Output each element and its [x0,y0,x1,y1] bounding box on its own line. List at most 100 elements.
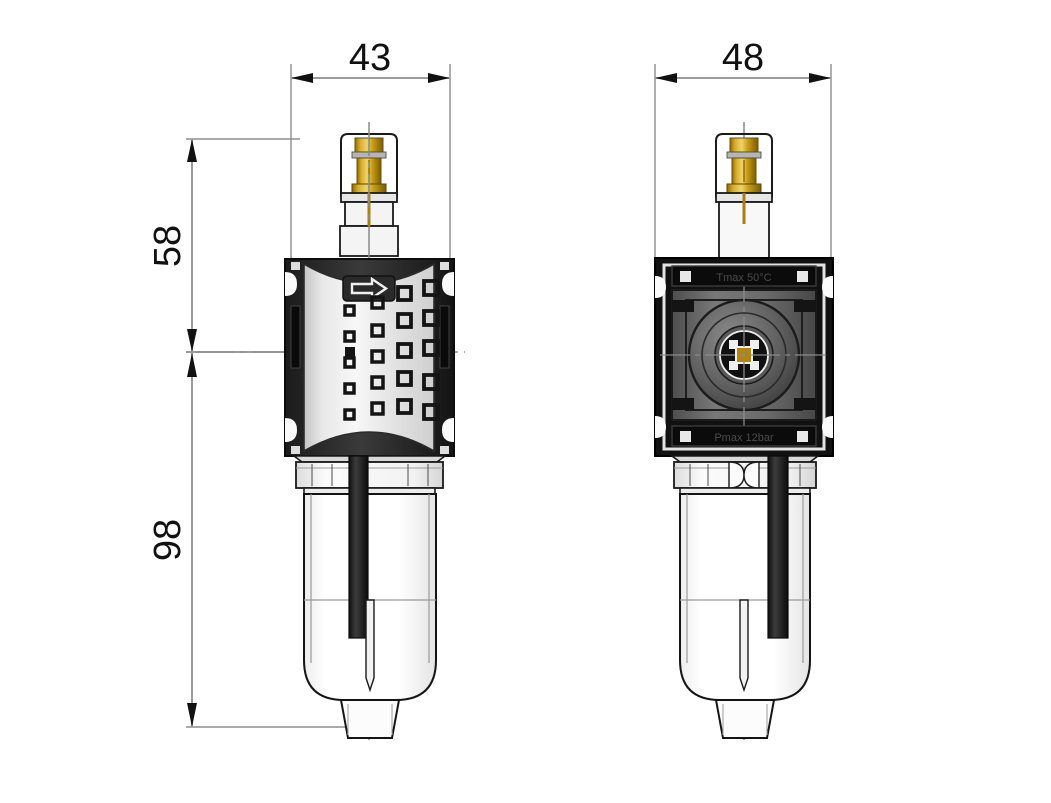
dimension-label-98: 98 [147,519,189,561]
rail-slot-right [439,305,450,369]
drain-spigot [714,699,776,739]
vent-hole [396,398,413,415]
vent-hole [396,370,413,387]
adjuster-pip-br [750,361,759,370]
filler-neck [715,192,773,259]
arrow-right-icon [350,276,389,301]
vent-hole [343,304,356,317]
plug-housing-outline [340,133,398,197]
adjuster-pip-tl [729,340,738,349]
front-view [196,122,465,742]
internal-standpipe [348,455,369,639]
dimension-label-43: 43 [349,37,391,79]
arrowhead-top [187,139,197,162]
body-bevel-highlight [662,263,826,451]
vent-hole [343,382,356,395]
arrowhead-bottom [187,329,197,352]
molded-marking-bottom: Pmax 12bar [671,425,817,447]
adjuster-pip-bl [729,361,738,370]
marking-text-bottom: Pmax 12bar [714,432,774,444]
key-tab-br [794,398,816,410]
collar-release-notch [728,461,745,489]
dip-tube [365,599,375,693]
plug-hex-flange [726,183,762,194]
notch-left-bottom [655,416,666,438]
adjuster-pip-tr [750,340,759,349]
drain-spigot [339,699,401,739]
vent-hole [396,312,413,329]
dimension-width-43: 43 [290,37,451,260]
arrowhead-left [655,73,677,83]
plug-seal-ring [726,151,762,159]
marking-pip-left [680,271,691,282]
rail-cap-right-bottom [440,446,449,454]
key-tab-tr [794,300,816,312]
rail-notch-left-bottom [285,418,297,442]
vent-hole [343,408,356,421]
plug-housing-outline [715,133,773,197]
collar-release-notch-mirror [743,461,760,489]
dip-tube-body [365,599,375,693]
molded-marking-top: Tmax 50°C [671,265,817,287]
standpipe-tube [348,455,369,639]
threaded-collar [669,455,821,495]
collar-knurl [311,464,429,486]
standpipe-tube [767,455,789,639]
dimension-label-48: 48 [722,37,764,79]
arrowhead-top [187,353,197,377]
vent-hole [370,375,385,390]
marking-pip-left [680,431,691,442]
plug-top-knurl [729,137,759,153]
arrowhead-right [428,73,450,83]
vent-hole [422,403,440,421]
lubricator-body: Tmax 50°C Pmax 12bar [654,257,834,457]
notch-left-top [655,276,666,298]
dip-tube [739,599,749,693]
vent-hole [343,330,356,343]
rail-cap-left-top [291,262,300,270]
marking-band-top [671,265,817,287]
collar-ring [295,461,444,489]
marking-pip-right [797,271,808,282]
key-tab-tl [672,300,694,312]
vent-hole [396,285,413,302]
rail-notch-right-top [442,272,454,296]
vent-hole [422,339,440,357]
perforation-grid [343,279,440,421]
rail-notch-right-bottom [442,418,454,442]
dip-tube-body [739,599,749,693]
vent-hole [370,349,385,364]
vent-hole [422,309,440,327]
side-view: Tmax 50°C Pmax 12bar [654,122,834,742]
marking-text-top: Tmax 50°C [716,272,771,284]
vent-hole [422,373,440,391]
key-tab-bl [672,398,694,410]
spigot-outline [714,699,776,739]
rail-cap-right-top [440,262,449,270]
flow-direction-arrow [342,275,396,302]
spigot-outline [339,699,401,739]
dimension-label-58: 58 [147,225,189,267]
rail-slot-left [290,305,301,369]
flow-arrow-badge [342,275,396,302]
vent-hole [343,356,356,369]
arrowhead-right [809,73,831,83]
center-reference-mark [345,347,355,357]
notch-right-bottom [822,416,833,438]
vent-hole [396,342,413,359]
vent-hole [370,401,385,416]
notch-right-top [822,276,833,298]
rail-cap-left-bottom [291,446,300,454]
brass-fill-plug [726,137,762,194]
vent-hole [422,279,440,297]
marking-band-bottom [671,425,817,447]
threaded-collar [291,455,448,495]
vent-hole [370,295,385,310]
vent-hole [370,323,385,338]
dimension-width-48: 48 [654,37,832,262]
marking-pip-right [797,431,808,442]
arrowhead-left [291,73,313,83]
